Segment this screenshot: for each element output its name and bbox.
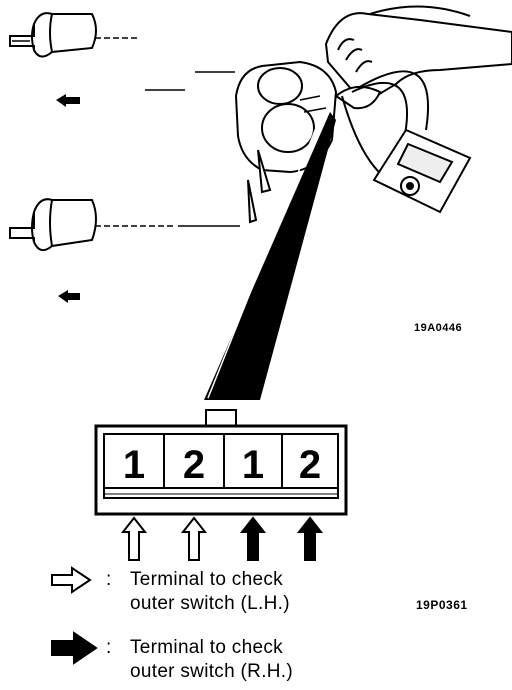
multimeter	[372, 128, 472, 214]
terminal-2-label: 2	[182, 443, 206, 487]
terminal-3-label: 1	[241, 443, 265, 487]
terminal-arrows	[120, 516, 324, 561]
terminal-4-label: 2	[298, 443, 322, 487]
mirror-view-upper	[9, 12, 235, 91]
hands-and-probes	[324, 5, 512, 110]
terminal-1-label: 1	[122, 443, 146, 487]
direction-arrow-lower	[58, 290, 80, 303]
legend-colon-1: :	[106, 569, 112, 590]
mirror-view-lower	[9, 198, 240, 252]
solid-arrow-legend-icon	[51, 631, 98, 665]
figure-code-top: 19A0446	[414, 322, 463, 334]
leader-lines	[204, 112, 336, 400]
direction-arrow-upper	[56, 94, 80, 107]
terminal-3-solid-arrow-icon	[239, 516, 267, 561]
legend-colon-2: :	[106, 637, 112, 658]
legend-item-1-line1: Terminal to check	[130, 569, 283, 590]
connector-body	[94, 409, 348, 516]
outline-arrow-legend-icon	[51, 566, 92, 594]
switch-assembly	[234, 60, 338, 224]
legend-item-2-line1: Terminal to check	[130, 637, 283, 658]
legend-item-2-line2: outer switch (R.H.)	[130, 661, 294, 682]
terminal-1-outline-arrow-icon	[120, 516, 148, 561]
terminal-4-solid-arrow-icon	[296, 516, 324, 561]
terminal-2-outline-arrow-icon	[180, 516, 208, 561]
figure-code-bottom: 19P0361	[416, 598, 468, 612]
legend-item-1-line2: outer switch (L.H.)	[130, 593, 290, 614]
